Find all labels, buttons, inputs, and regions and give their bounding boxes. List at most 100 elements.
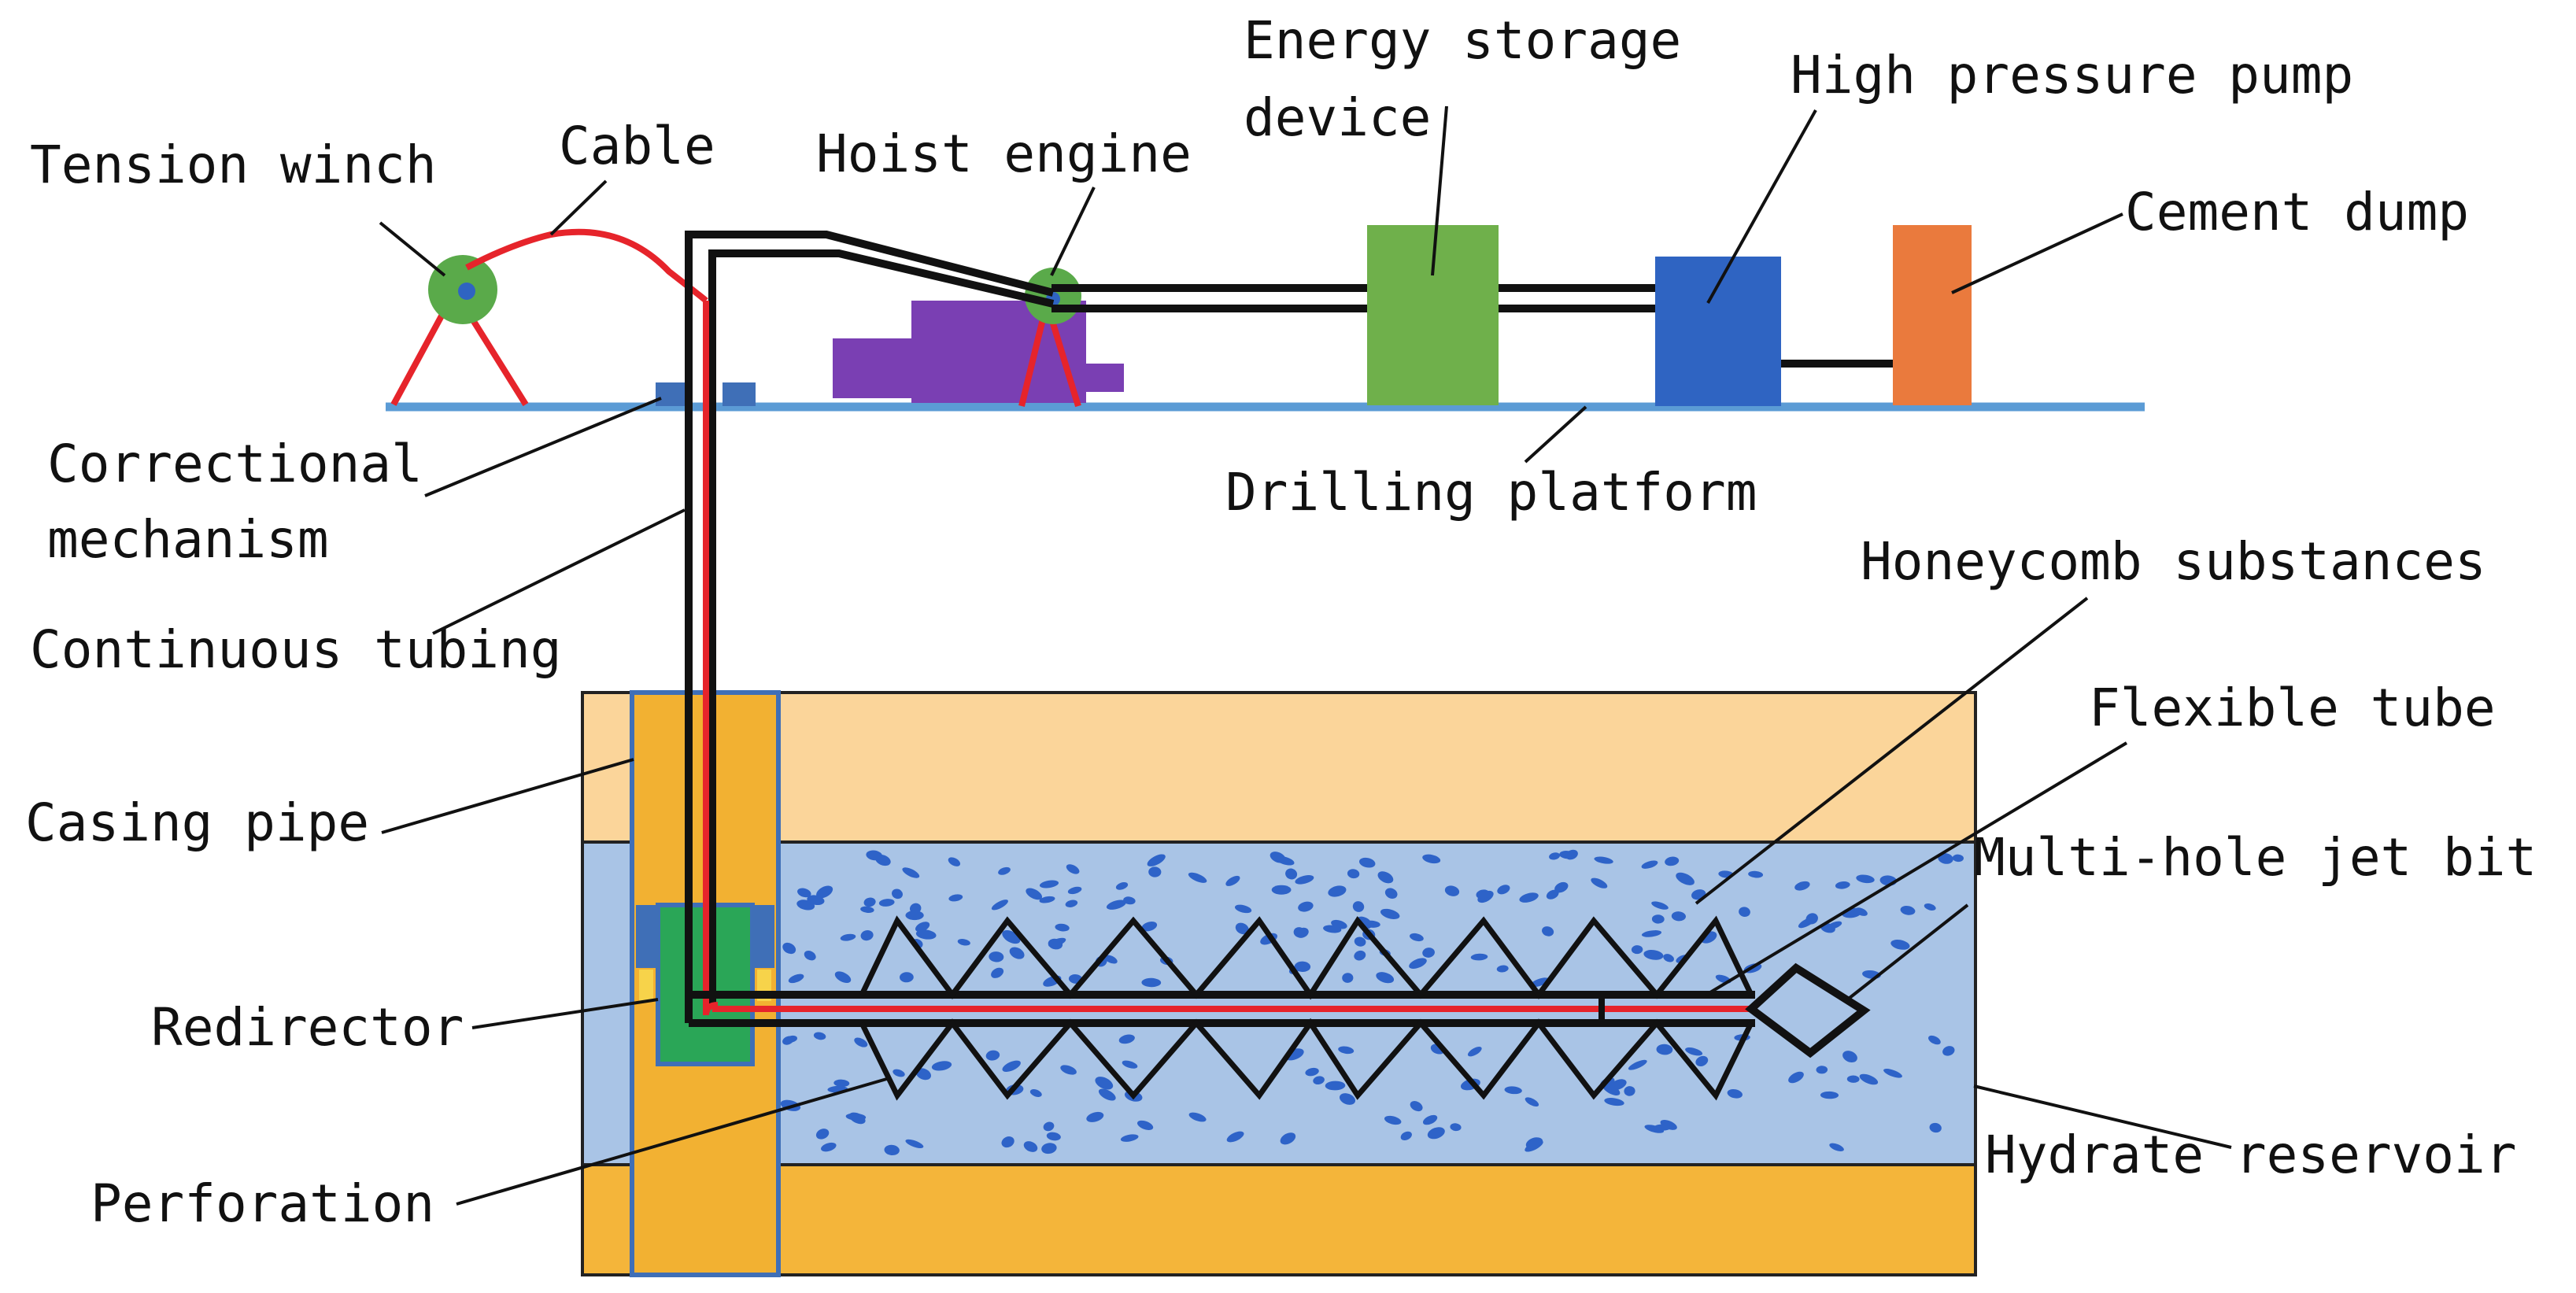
leader-lines: [379, 105, 2232, 1206]
honeycomb-particle: [1890, 939, 1910, 950]
underburden-layer: [581, 1163, 1977, 1276]
honeycomb-particle: [1530, 977, 1550, 988]
high-pressure-pump: [1655, 257, 1781, 406]
leader-cement-dump: [1951, 212, 2123, 294]
honeycomb-particle: [1048, 938, 1063, 950]
honeycomb-particle: [1496, 965, 1509, 973]
honeycomb-particle: [796, 900, 815, 911]
tubing-cable-run: [703, 301, 719, 1016]
honeycomb-particle: [1859, 1073, 1879, 1085]
honeycomb-particle: [900, 972, 914, 983]
label-drilling-platform: Drilling platform: [1225, 462, 1757, 523]
perforation-slot-left: [639, 970, 653, 1001]
honeycomb-particle: [1313, 1076, 1325, 1085]
honeycomb-particle: [1118, 1034, 1135, 1044]
honeycomb-particle: [1450, 1123, 1462, 1132]
honeycomb-particle: [991, 967, 1004, 978]
honeycomb-particle: [915, 929, 937, 940]
winch-hub: [458, 283, 475, 300]
honeycomb-particle: [1226, 1131, 1244, 1143]
honeycomb-particle: [1924, 903, 1936, 911]
overburden-layer: [581, 691, 1977, 844]
leader-correctional: [424, 397, 662, 497]
honeycomb-particle: [991, 900, 1008, 911]
honeycomb-particle: [1559, 851, 1575, 859]
continuous-tubing: [685, 231, 1055, 1023]
honeycomb-particle: [1354, 937, 1366, 947]
label-honeycomb-substances: Honeycomb substances: [1861, 531, 2486, 592]
leader-flexible-tube: [1705, 741, 2128, 996]
tubing-inner-wall: [708, 249, 1055, 1009]
honeycomb-particle: [1328, 885, 1347, 897]
label-correctional-line1: Correctional: [47, 434, 423, 494]
honeycomb-particle: [1685, 1047, 1703, 1056]
honeycomb-particle: [1039, 896, 1055, 903]
honeycomb-particle: [1039, 880, 1059, 888]
honeycomb-particle: [1001, 1136, 1015, 1148]
label-cement-dump: Cement dump: [2125, 182, 2469, 242]
honeycomb-particle: [1928, 1035, 1941, 1045]
leader-cable: [549, 179, 608, 236]
leader-redirector: [471, 998, 659, 1029]
label-cable: Cable: [559, 116, 715, 176]
cable: [465, 228, 708, 304]
honeycomb-particle: [1788, 1071, 1804, 1084]
honeycomb-particle: [834, 971, 852, 983]
label-multi-hole-jet-bit: Multi-hole jet bit: [1974, 827, 2537, 888]
honeycomb-particle: [1065, 900, 1078, 907]
honeycomb-particle: [1427, 1127, 1445, 1140]
honeycomb-particle: [1816, 1066, 1828, 1074]
honeycomb-particle: [1653, 1124, 1672, 1131]
honeycomb-particle: [1631, 945, 1643, 955]
honeycomb-particle: [1342, 973, 1354, 983]
honeycomb-particle: [1829, 1143, 1844, 1151]
honeycomb-particle: [1504, 1086, 1522, 1095]
honeycomb-particle: [998, 866, 1011, 875]
honeycomb-particle: [931, 1061, 952, 1071]
honeycomb-particle: [1643, 950, 1664, 960]
honeycomb-particle: [1422, 948, 1435, 958]
honeycomb-particle: [1023, 1141, 1038, 1152]
honeycomb-particle: [1046, 1132, 1061, 1141]
leader-high-pressure-pump: [1706, 109, 1817, 304]
leader-jet-bit: [1848, 903, 1969, 999]
honeycomb-particle: [1188, 872, 1207, 883]
honeycomb-particle: [1147, 854, 1166, 866]
honeycomb-particle: [1067, 886, 1082, 895]
label-energy-storage-line2: device: [1244, 87, 1431, 148]
honeycomb-particle: [1656, 1044, 1673, 1055]
honeycomb-particle: [1380, 908, 1400, 919]
honeycomb-particle: [1271, 885, 1292, 895]
honeycomb-particle: [1400, 1131, 1412, 1141]
honeycomb-particle: [866, 850, 883, 861]
honeycomb-particle: [1295, 875, 1314, 885]
honeycomb-particle: [1410, 1101, 1423, 1112]
label-tension-winch: Tension winch: [30, 135, 437, 195]
honeycomb-particle: [1104, 955, 1118, 964]
honeycomb-particle: [1041, 1143, 1057, 1154]
honeycomb-particle: [1938, 852, 1953, 864]
honeycomb-particle: [1060, 1065, 1077, 1075]
leader-drilling-platform: [1524, 405, 1587, 464]
honeycomb-particle: [1141, 977, 1162, 988]
honeycomb-particle: [905, 1139, 924, 1148]
honeycomb-particle: [1641, 930, 1662, 937]
honeycomb-particle: [1409, 958, 1427, 969]
honeycomb-particle: [1856, 874, 1875, 884]
honeycomb-particle: [1748, 870, 1764, 878]
honeycomb-particle: [1002, 1060, 1021, 1072]
honeycomb-particle: [902, 867, 920, 878]
honeycomb-particle: [1842, 1051, 1857, 1063]
honeycomb-particle: [788, 973, 804, 984]
honeycomb-particle: [957, 939, 970, 946]
honeycomb-particle: [1409, 933, 1424, 942]
honeycomb-particle: [915, 922, 930, 933]
multi-hole-jet-bit: [1745, 962, 1871, 1058]
honeycomb-particle: [893, 1069, 905, 1077]
honeycomb-particle: [1854, 907, 1868, 916]
honeycomb-particle: [989, 951, 1004, 962]
honeycomb-particle: [782, 942, 796, 955]
leader-energy-storage: [1431, 105, 1448, 276]
label-hoist-engine: Hoist engine: [816, 124, 1192, 184]
leader-tension-winch: [379, 221, 446, 277]
